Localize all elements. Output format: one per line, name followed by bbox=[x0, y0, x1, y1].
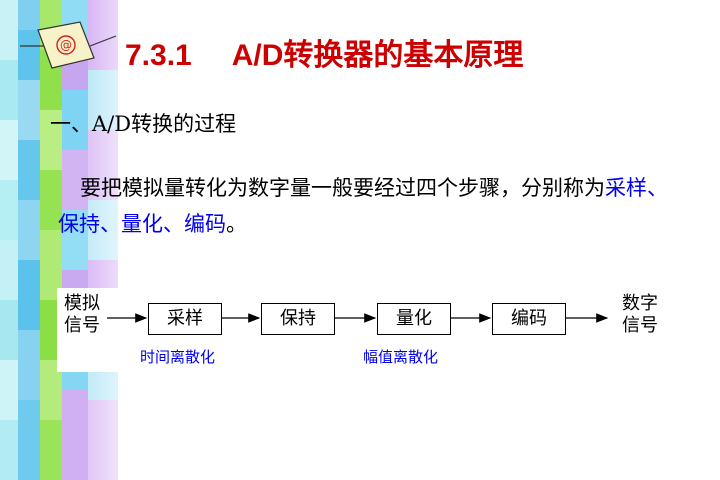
title-number: 7.3.1 bbox=[125, 39, 192, 72]
description-paragraph: 要把模拟量转化为数字量一般要经过四个步骤，分别称为采样、保持、量化、编码。 bbox=[58, 170, 678, 242]
ad-conversion-diagram: 模拟 信号 采样 保持 量化 编码 数字 信号 时间离散化 幅值离散化 bbox=[57, 288, 677, 372]
box-sampling: 采样 bbox=[148, 303, 222, 335]
title-text: A/D转换器的基本原理 bbox=[231, 39, 524, 72]
box-encode: 编码 bbox=[492, 303, 566, 335]
decorative-color-strip bbox=[0, 0, 150, 480]
note-amplitude-discrete: 幅值离散化 bbox=[363, 348, 439, 366]
logo-symbol: @ bbox=[60, 38, 72, 52]
output-label-line1: 数字 bbox=[622, 293, 658, 314]
output-label-line2: 信号 bbox=[622, 315, 658, 336]
paragraph-end: 。 bbox=[226, 212, 247, 236]
box-hold: 保持 bbox=[261, 303, 335, 335]
output-label: 数字 信号 bbox=[613, 293, 667, 337]
input-label-line1: 模拟 bbox=[64, 293, 100, 314]
note-time-discrete: 时间离散化 bbox=[140, 348, 216, 366]
section-heading: 一、A/D转换的过程 bbox=[50, 112, 237, 136]
diagram-arrows bbox=[107, 313, 609, 323]
paragraph-steps: 采样、保持、量化、编码 bbox=[58, 176, 668, 236]
box-quantize: 量化 bbox=[377, 303, 451, 335]
input-label-line2: 信号 bbox=[64, 315, 100, 336]
page-title: 7.3.1 A/D转换器的基本原理 bbox=[125, 30, 523, 74]
input-label: 模拟 信号 bbox=[55, 293, 109, 337]
logo-icon: @ bbox=[20, 21, 117, 69]
paragraph-lead: 要把模拟量转化为数字量一般要经过四个步骤，分别称为 bbox=[80, 176, 605, 200]
